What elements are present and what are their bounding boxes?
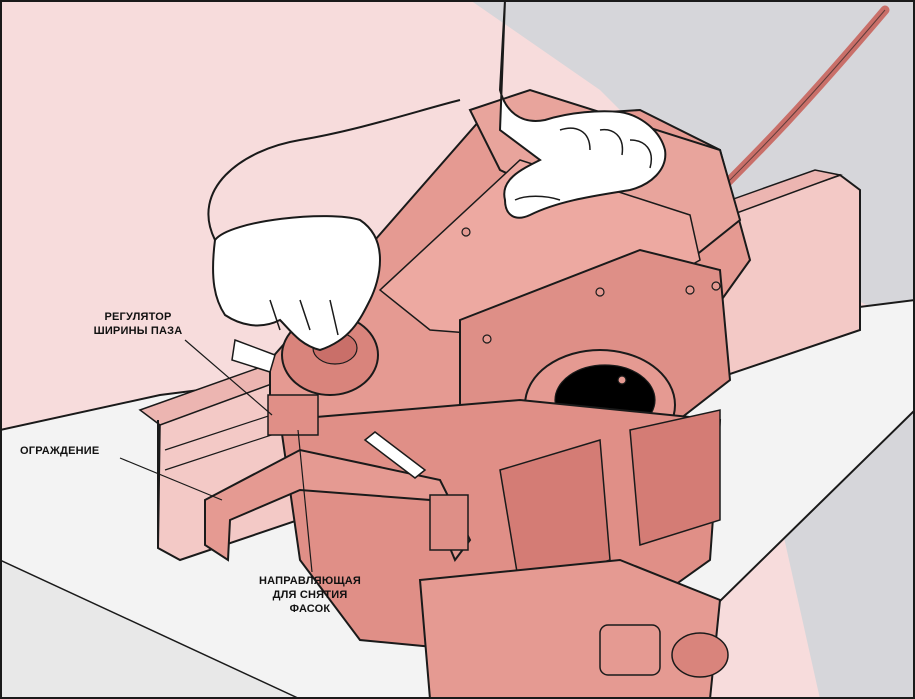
dust-port [600,625,660,675]
label-chamfer-guide-line2: ДЛЯ СНЯТИЯ [240,588,380,602]
label-chamfer-guide-line1: НАПРАВЛЯЮЩАЯ [240,574,380,588]
width-regulator [268,395,318,435]
label-chamfer-guide-line3: ФАСОК [240,602,380,616]
label-width-regulator-line1: РЕГУЛЯТОР [78,310,198,324]
label-width-regulator: РЕГУЛЯТОР ШИРИНЫ ПАЗА [78,310,198,338]
screw [618,376,626,384]
label-guard-text: ОГРАЖДЕНИЕ [20,444,99,458]
screw [686,286,694,294]
screw [483,335,491,343]
label-guard: ОГРАЖДЕНИЕ [20,444,99,458]
label-width-regulator-line2: ШИРИНЫ ПАЗА [78,324,198,338]
screw [462,228,470,236]
screw [596,288,604,296]
label-chamfer-guide: НАПРАВЛЯЮЩАЯ ДЛЯ СНЯТИЯ ФАСОК [240,574,380,616]
base-recess-right [630,410,720,545]
screw [712,282,720,290]
